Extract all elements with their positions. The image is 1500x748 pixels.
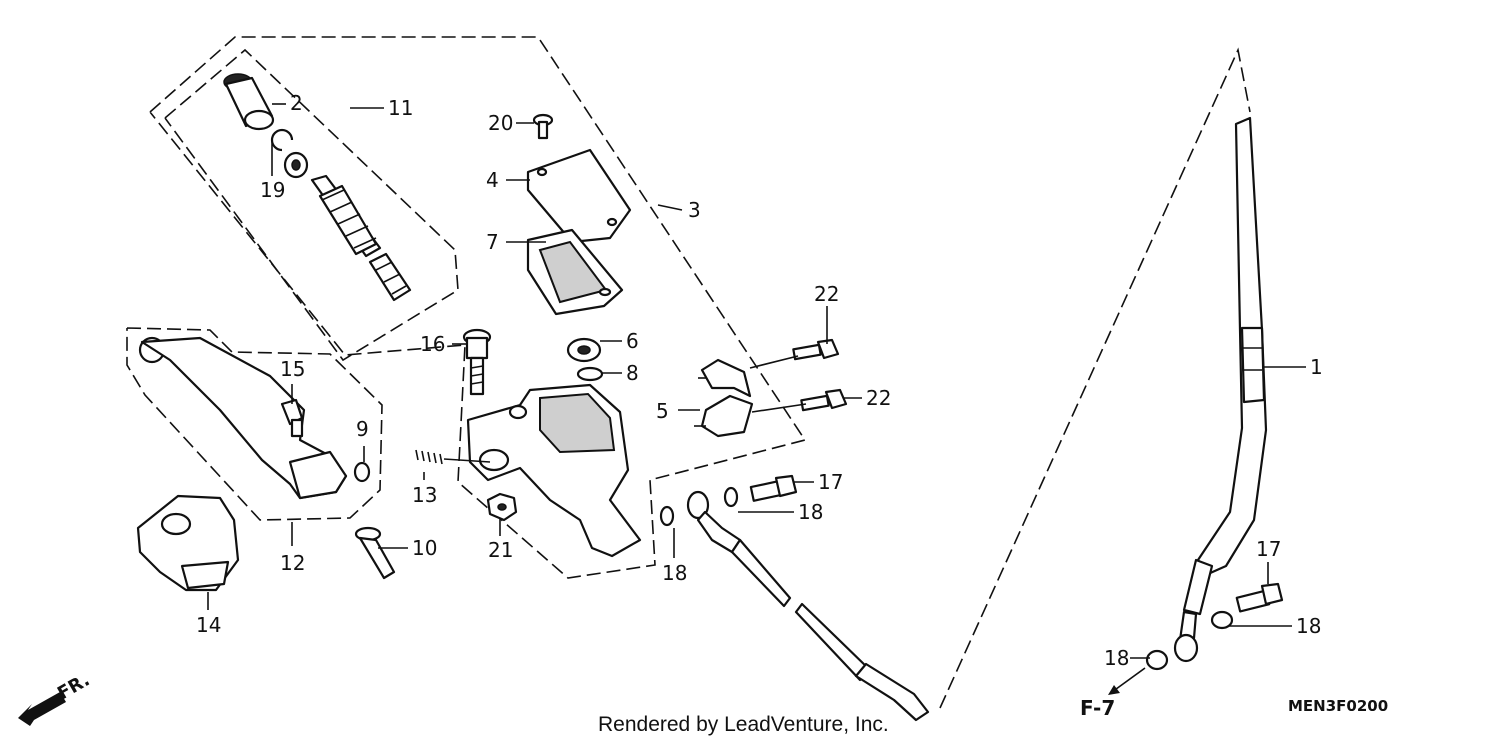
reference-arrowhead: [1108, 685, 1120, 695]
callout-16: 16: [420, 332, 445, 356]
group-outlines: [126, 36, 1251, 709]
callout-17-right: 17: [1256, 537, 1281, 561]
part-diaphragm: [526, 228, 624, 316]
diagram-code: MEN3F0200: [1288, 697, 1388, 715]
callout-9: 9: [356, 417, 369, 441]
part-brake-lever: [138, 336, 348, 500]
callout-numbers: 1 2 3 4 5 6 7 8 9 10 11 12 13 14 15 16 1…: [196, 91, 1323, 670]
callout-18-right-low: 18: [1104, 646, 1129, 670]
callout-5: 5: [656, 399, 669, 423]
front-arrow: FR.: [18, 669, 93, 726]
callout-12: 12: [280, 551, 305, 575]
callout-13: 13: [412, 483, 437, 507]
part-reservoir-cap: [526, 148, 632, 244]
part-circlip: [270, 128, 309, 179]
part-holder-bolt-upper: [792, 338, 840, 361]
part-boot: [566, 337, 604, 382]
part-oil-bolt-right: [1145, 582, 1284, 671]
callout-14: 14: [196, 613, 221, 637]
part-lever-bolt: [354, 526, 396, 580]
callout-2: 2: [290, 91, 303, 115]
callout-8: 8: [626, 361, 639, 385]
part-pivot-nut: [353, 461, 371, 483]
part-nut: [486, 492, 518, 522]
reference-label: F-7: [1080, 696, 1115, 720]
callout-3: 3: [688, 198, 701, 222]
part-holder: [700, 358, 754, 438]
part-spring: [415, 449, 443, 465]
callout-22-upper: 22: [814, 282, 839, 306]
part-screw: [532, 113, 554, 140]
part-holder-bolt-lower: [800, 388, 848, 412]
leader-lines: [207, 103, 1306, 693]
callout-22-lower: 22: [866, 386, 891, 410]
callout-4: 4: [486, 168, 499, 192]
part-piston-cup: [223, 73, 275, 131]
callout-20: 20: [488, 111, 513, 135]
part-brake-hose-center: [686, 490, 930, 722]
front-arrow-icon: [18, 692, 66, 726]
callout-1: 1: [1310, 355, 1323, 379]
callout-10: 10: [412, 536, 437, 560]
callout-15: 15: [280, 357, 305, 381]
callout-18-center-low: 18: [662, 561, 687, 585]
callout-21: 21: [488, 538, 513, 562]
callout-17-center: 17: [818, 470, 843, 494]
callout-18-right: 18: [1296, 614, 1321, 638]
callout-11: 11: [388, 96, 413, 120]
part-brake-hose-right: [1173, 116, 1268, 663]
part-adjuster: [280, 398, 304, 438]
callout-6: 6: [626, 329, 639, 353]
part-piston-spring: [310, 174, 412, 302]
part-lever-cover: [136, 494, 240, 592]
part-oil-bolt-center: [659, 474, 798, 527]
callout-7: 7: [486, 230, 499, 254]
callout-19: 19: [260, 178, 285, 202]
part-master-cylinder: [466, 383, 642, 558]
part-pivot-bolt: [462, 328, 492, 396]
rendered-by-credit: Rendered by LeadVenture, Inc.: [598, 713, 889, 736]
callout-18-center-right: 18: [798, 500, 823, 524]
